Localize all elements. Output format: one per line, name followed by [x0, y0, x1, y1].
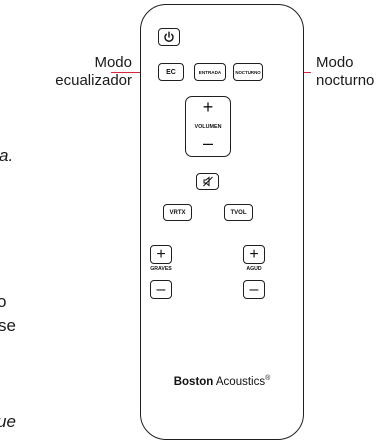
power-button[interactable] — [158, 28, 180, 46]
night-mode-callout: Modo nocturno — [316, 54, 375, 89]
eq-mode-callout: Modo ecualizador — [55, 54, 132, 89]
body-text-fragment: o — [0, 292, 7, 311]
input-button[interactable]: ENTRADA — [194, 63, 226, 81]
treble-label: AGUD — [246, 266, 262, 272]
power-icon — [164, 31, 174, 42]
bass-down-button[interactable]: – — [150, 280, 172, 299]
mute-icon — [202, 176, 213, 187]
body-text-fragment: se — [0, 316, 16, 335]
vrtx-button[interactable]: VRTX — [163, 204, 192, 221]
mute-button[interactable] — [196, 173, 219, 190]
night-button[interactable]: NOCTURNO — [233, 63, 263, 81]
brand-name-bold: Boston — [173, 375, 214, 388]
volume-up-button[interactable]: + — [202, 97, 214, 117]
volume-rocker: + VOLUMEN – — [185, 96, 231, 157]
brand-name-regular: Acoustics — [213, 375, 266, 388]
eq-leader-line — [111, 72, 159, 73]
bass-up-button[interactable]: + — [150, 245, 172, 264]
treble-down-button[interactable]: – — [243, 280, 265, 299]
bass-label: GRAVES — [150, 266, 172, 272]
body-text-fragment: ue — [0, 412, 16, 431]
treble-up-button[interactable]: + — [243, 245, 265, 264]
registered-mark: ® — [265, 375, 271, 382]
eq-button[interactable]: EC — [158, 63, 184, 81]
volume-label: VOLUMEN — [194, 124, 222, 130]
body-text-fragment: a. — [0, 146, 14, 165]
brand-logo: Boston Acoustics® — [142, 375, 302, 388]
volume-down-button[interactable]: – — [202, 133, 213, 153]
tvol-button[interactable]: TVOL — [224, 204, 253, 221]
